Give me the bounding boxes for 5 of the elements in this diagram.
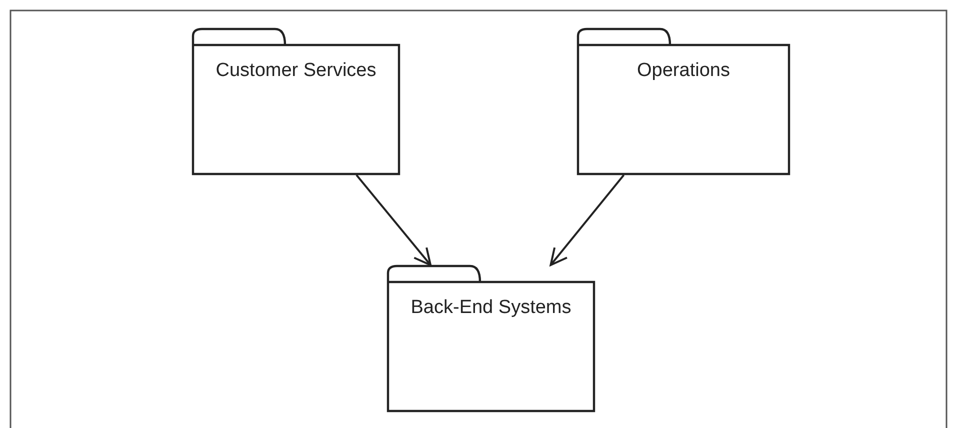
package-name: Customer Services (214, 59, 378, 82)
package-name: Operations (636, 59, 731, 82)
dependency-arrow (550, 174, 625, 266)
dependency-arrow (356, 174, 432, 266)
package-name: Back-End Systems (410, 296, 572, 319)
